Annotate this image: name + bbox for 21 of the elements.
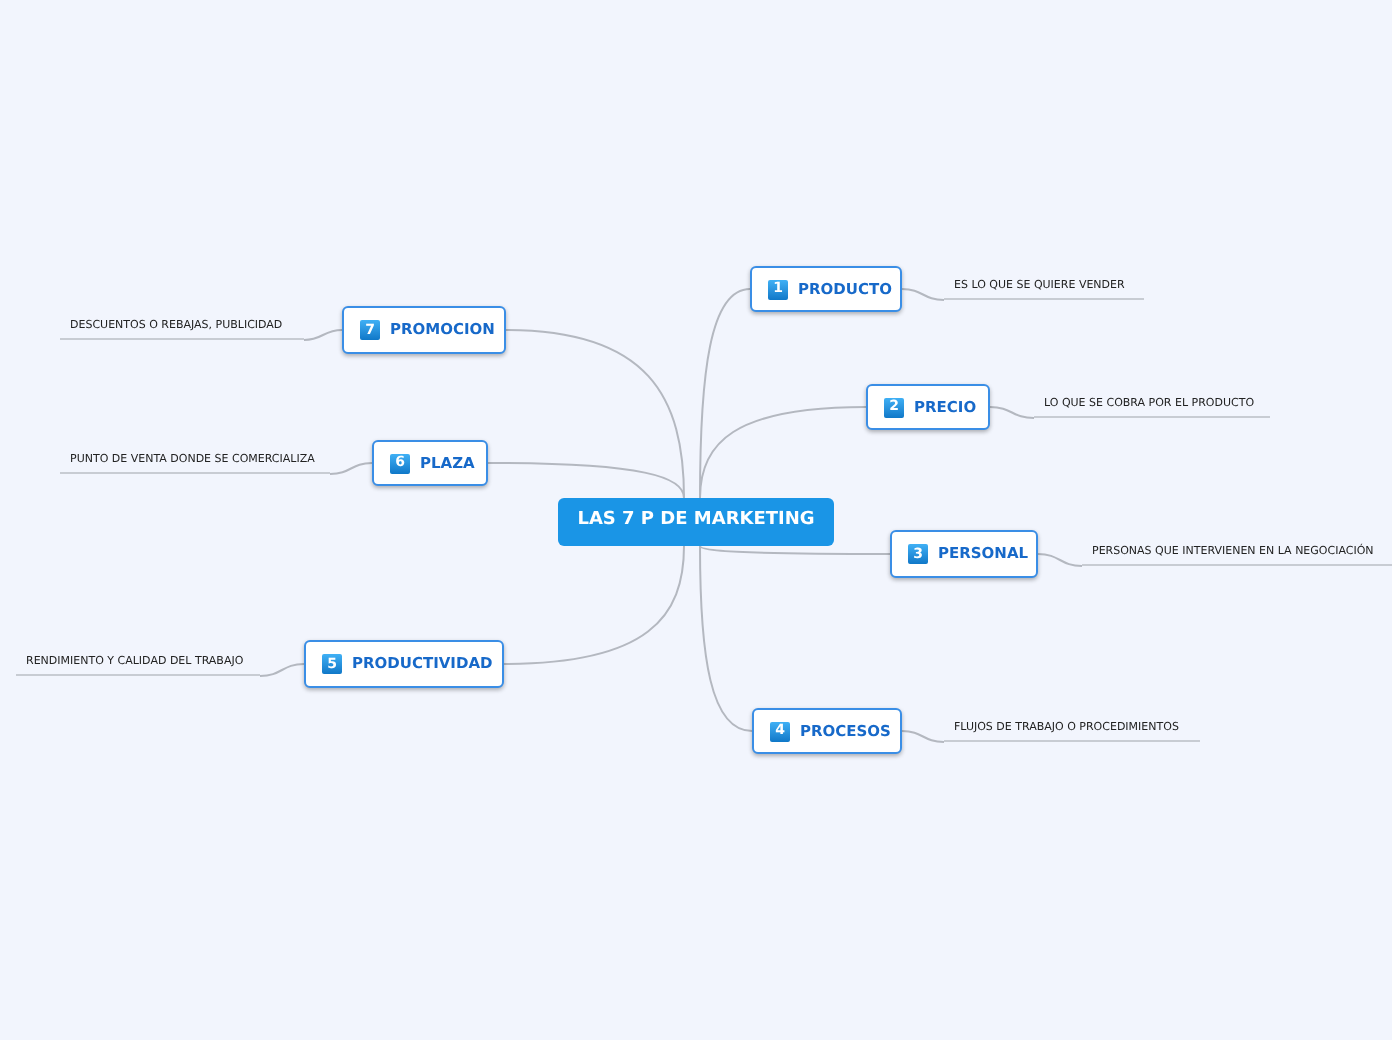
topic-box (752, 708, 902, 754)
connector-line (901, 288, 945, 301)
connector-line (699, 406, 867, 499)
topic-box (372, 440, 488, 486)
connector-line (901, 730, 945, 743)
connector-line (699, 545, 753, 732)
connector-line (303, 329, 343, 341)
connector-line (1037, 553, 1083, 567)
connector-line (329, 462, 373, 475)
central-topic-box: LAS 7 P DE MARKETING (558, 498, 834, 546)
connector-line (259, 663, 305, 677)
connector-line (503, 545, 685, 665)
topic-box (342, 306, 506, 354)
topic-box (750, 266, 902, 312)
connector-line (699, 545, 891, 555)
topic-box (890, 530, 1038, 578)
connector-line (989, 406, 1035, 419)
connector-line (505, 329, 685, 499)
topic-box (304, 640, 504, 688)
topic-box (866, 384, 990, 430)
connector-line (487, 462, 685, 499)
